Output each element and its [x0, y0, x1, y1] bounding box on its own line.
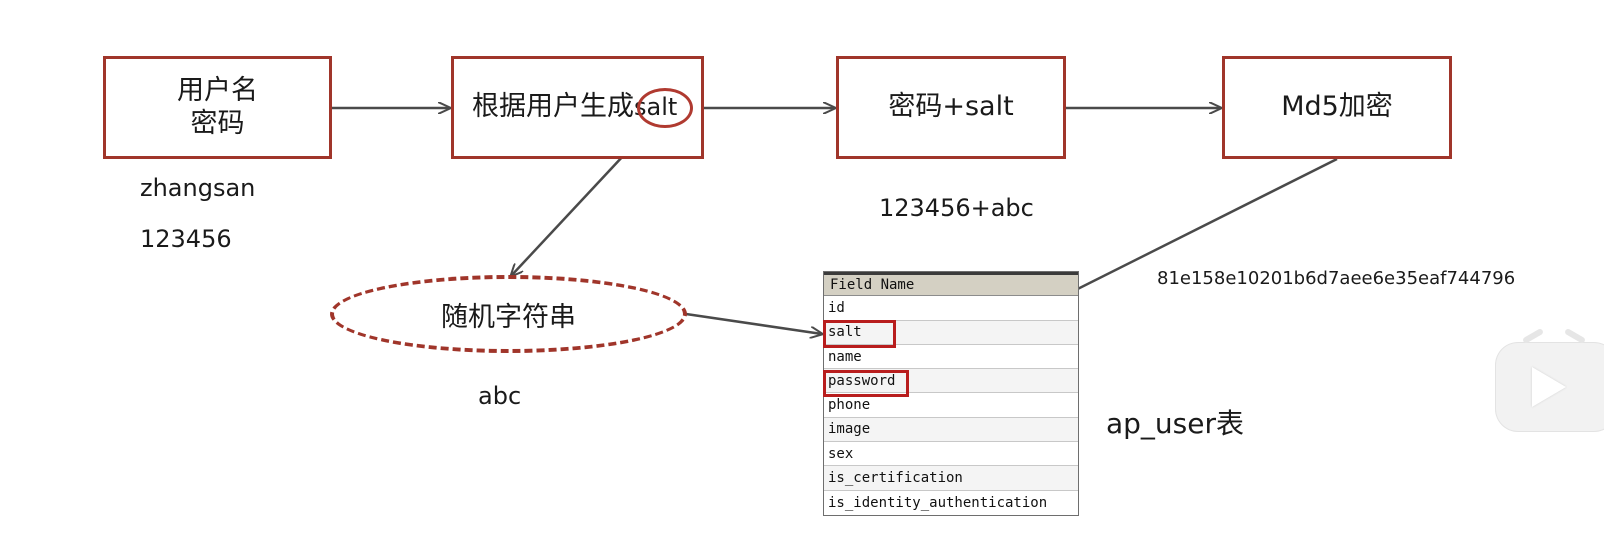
- table-row: is_identity_authentication: [828, 494, 1048, 511]
- box-password-plus-salt: 密码+salt: [836, 56, 1066, 159]
- salt-highlight-ellipse: [637, 88, 693, 128]
- table-row: id: [824, 296, 1078, 321]
- box-generate-salt-label: 根据用户生成: [472, 91, 634, 123]
- password-field-highlight: [823, 370, 909, 397]
- example-username: zhangsan: [140, 174, 256, 202]
- widget-ear-left: [1521, 327, 1545, 345]
- box-md5-encrypt-label: Md5加密: [1281, 91, 1393, 123]
- table-row: password: [824, 369, 1078, 394]
- table-caption: ap_user表: [1106, 407, 1245, 440]
- example-concat-value: 123456+abc: [879, 194, 1034, 222]
- example-hash-value: 81e158e10201b6d7aee6e35eaf744796: [1157, 268, 1516, 289]
- box-username-password: 用户名 密码: [103, 56, 332, 159]
- random-string-label: 随机字符串: [441, 301, 576, 333]
- ap-user-field-table: Field Name id salt name password phone i…: [823, 271, 1079, 516]
- example-salt-value: abc: [478, 382, 522, 410]
- table-row: salt: [824, 320, 1078, 345]
- table-row: sex: [824, 442, 1078, 467]
- widget-ear-right: [1563, 327, 1587, 345]
- random-string-ellipse: 随机字符串: [330, 275, 687, 353]
- box-password-label: 密码: [190, 107, 245, 139]
- arrow-random-to-salt-field: [685, 312, 822, 334]
- salt-field-highlight: [823, 320, 896, 348]
- box-username-label: 用户名: [177, 75, 258, 107]
- play-widget[interactable]: [1496, 327, 1604, 431]
- box-md5-encrypt: Md5加密: [1222, 56, 1452, 159]
- table-header: Field Name: [824, 272, 1078, 297]
- table-row: is_certification: [824, 466, 1078, 491]
- table-row: name: [824, 345, 1078, 370]
- example-password: 123456: [140, 225, 232, 253]
- table-row: phone: [824, 393, 1078, 418]
- table-row: image: [824, 417, 1078, 443]
- box-password-plus-salt-label: 密码+salt: [888, 91, 1014, 123]
- play-icon: [1532, 367, 1566, 407]
